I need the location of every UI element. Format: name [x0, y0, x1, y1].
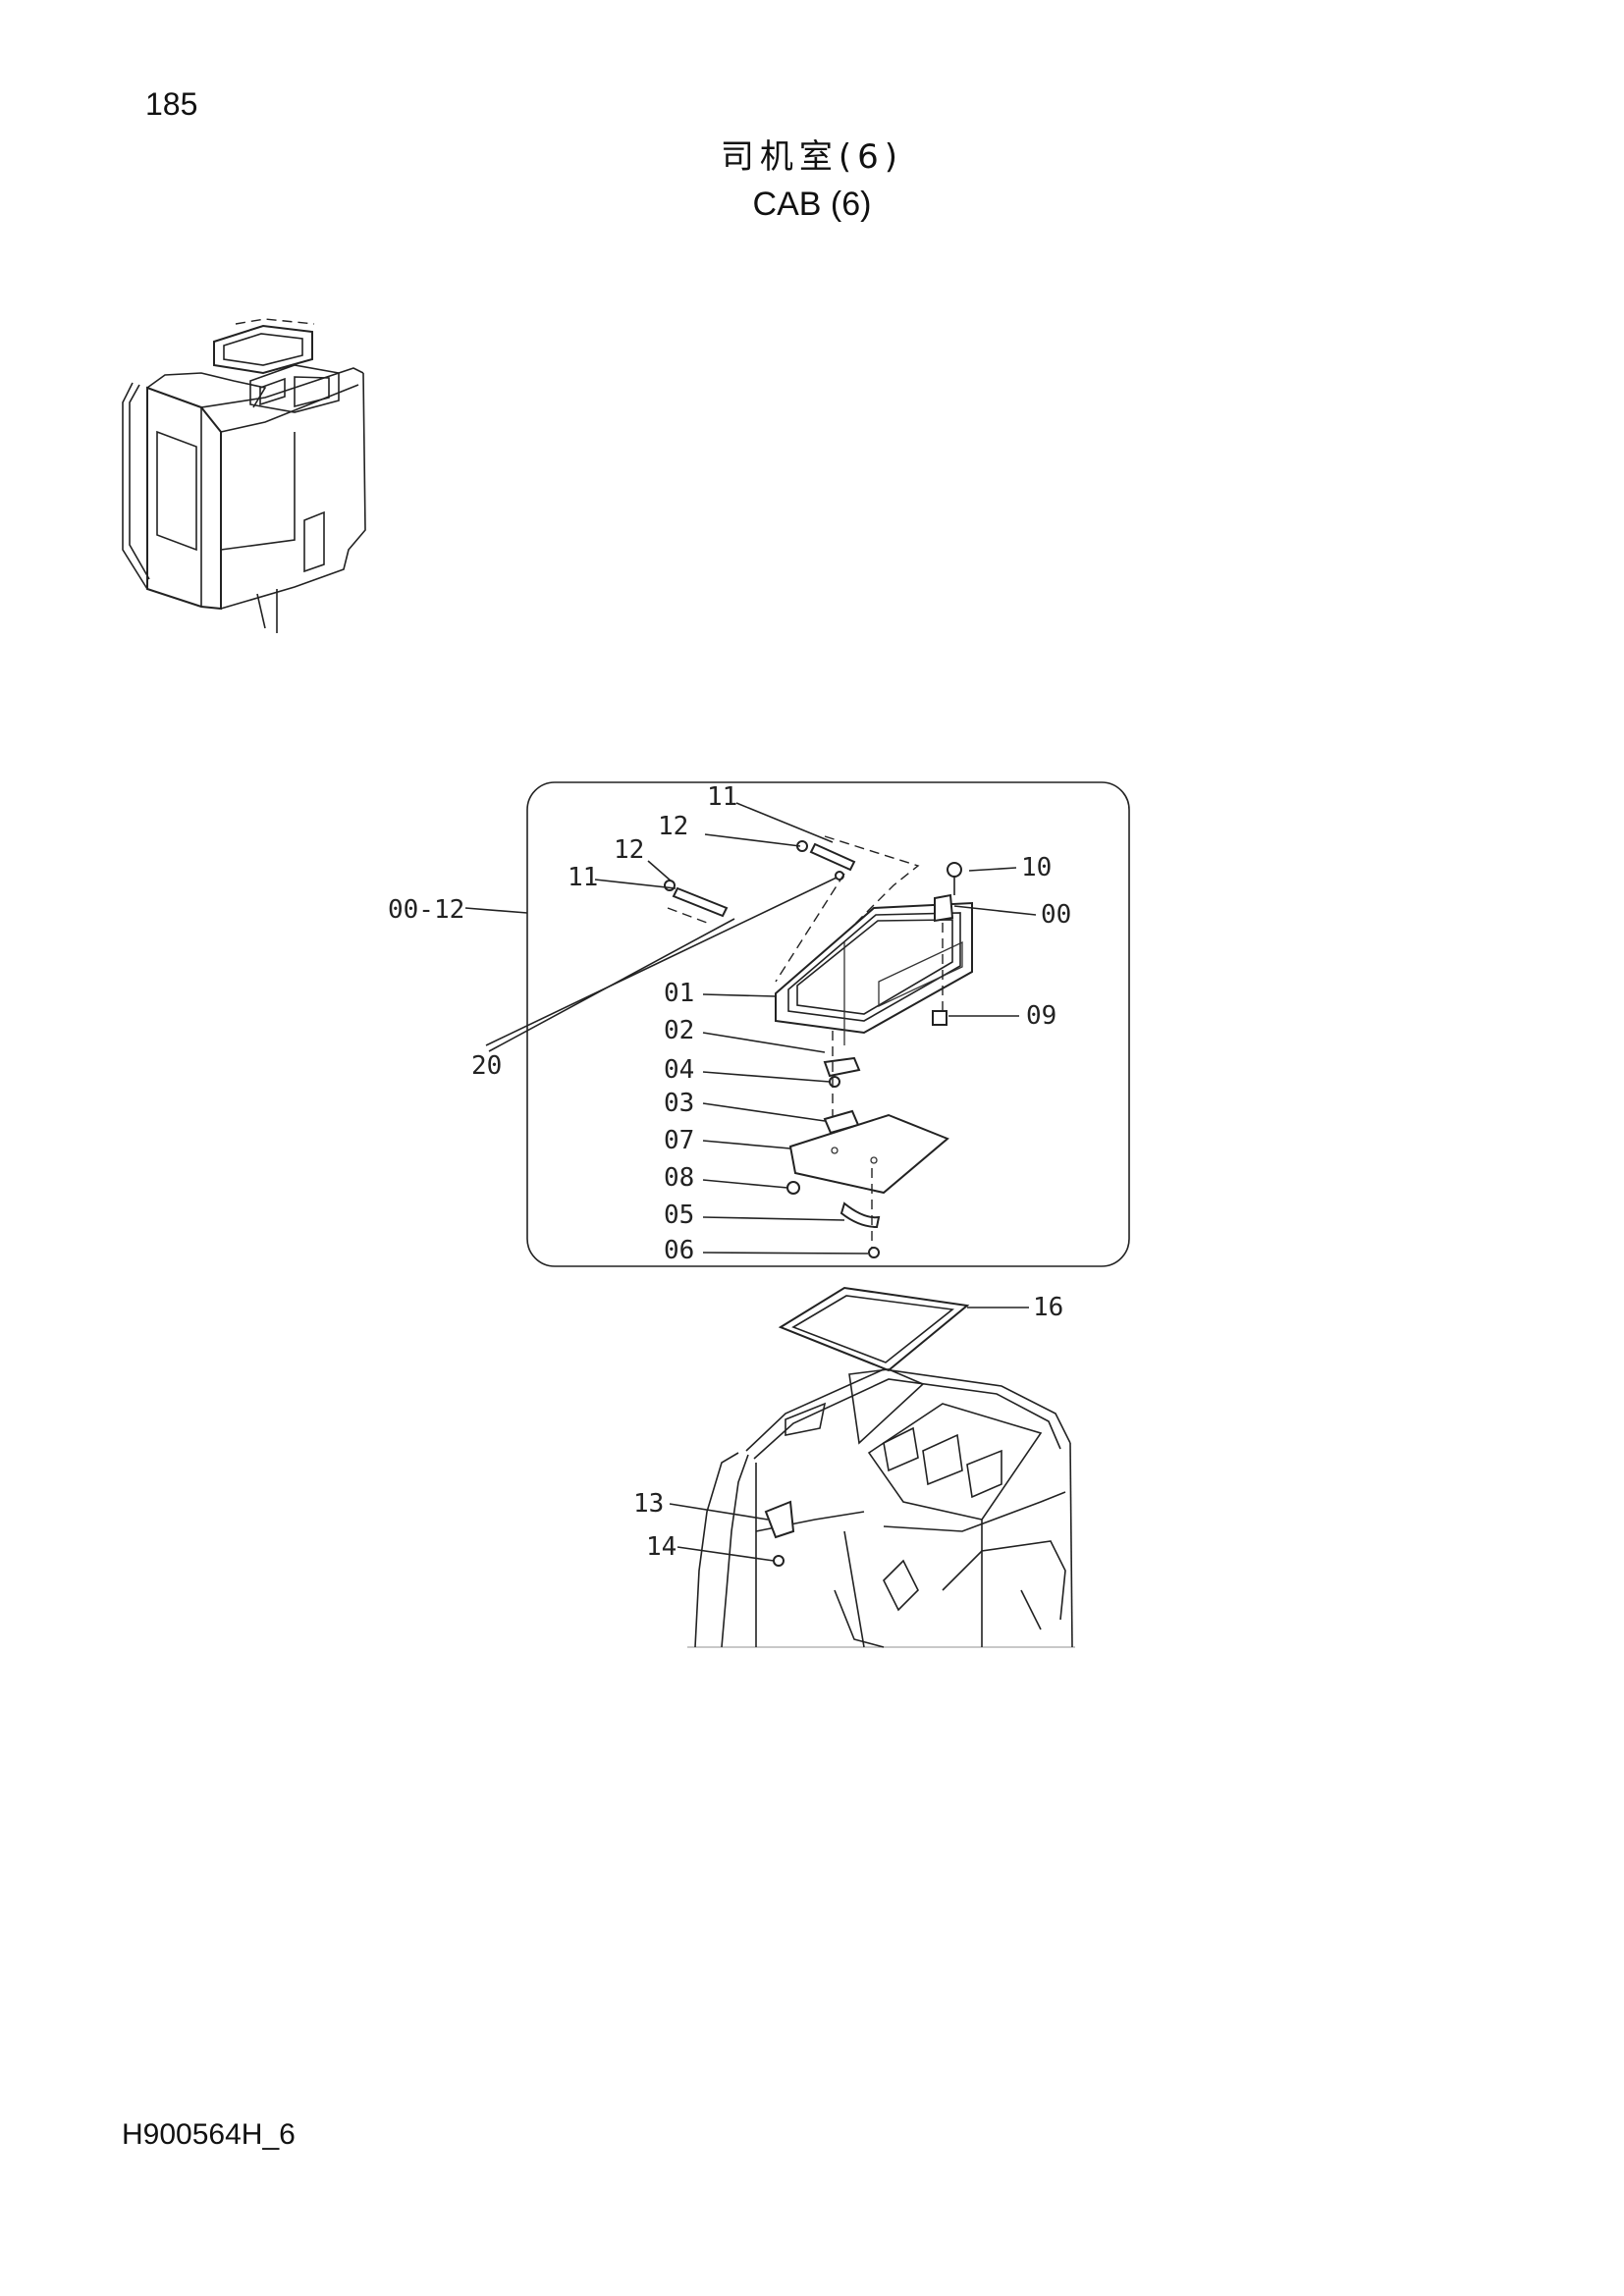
callout-09: 09 [1026, 1001, 1056, 1031]
callout-03: 03 [664, 1089, 694, 1118]
callout-06: 06 [664, 1236, 694, 1265]
cab-overview-illustration [122, 318, 366, 633]
callout-00: 00 [1041, 900, 1071, 930]
bracket-parts [932, 862, 962, 1026]
assembly-boundary [526, 781, 1130, 1267]
latch-parts [823, 1031, 861, 1135]
callout-12-top: 12 [658, 812, 688, 841]
callout-04: 04 [664, 1055, 694, 1085]
title-chinese: 司机室(6) [720, 137, 904, 177]
callout-02: 02 [664, 1016, 694, 1045]
callout-08: 08 [664, 1163, 694, 1193]
callout-13: 13 [633, 1489, 664, 1519]
title-block: 司机室(6) CAB (6) [0, 133, 1624, 228]
callout-12-left: 12 [614, 835, 644, 865]
callout-01: 01 [664, 979, 694, 1008]
callout-05: 05 [664, 1201, 694, 1230]
gas-strut-parts [485, 835, 920, 1052]
callout-11-left: 11 [568, 863, 598, 892]
callout-14: 14 [646, 1532, 677, 1562]
weather-strip-part [778, 1286, 970, 1372]
callout-11-top: 11 [707, 782, 737, 812]
sunshade-plate-part [786, 1113, 949, 1258]
callout-20: 20 [471, 1051, 502, 1081]
callout-07: 07 [664, 1126, 694, 1155]
cab-body-illustration [687, 1368, 1075, 1648]
window-frame-part [775, 901, 973, 1045]
callout-16: 16 [1033, 1293, 1063, 1322]
title-english: CAB (6) [752, 186, 872, 223]
leader-lines [464, 802, 1037, 1562]
page-number: 185 [145, 86, 198, 122]
callout-10: 10 [1021, 853, 1052, 882]
callout-00-12: 00-12 [388, 895, 464, 925]
document-code: H900564H_6 [122, 2118, 296, 2151]
